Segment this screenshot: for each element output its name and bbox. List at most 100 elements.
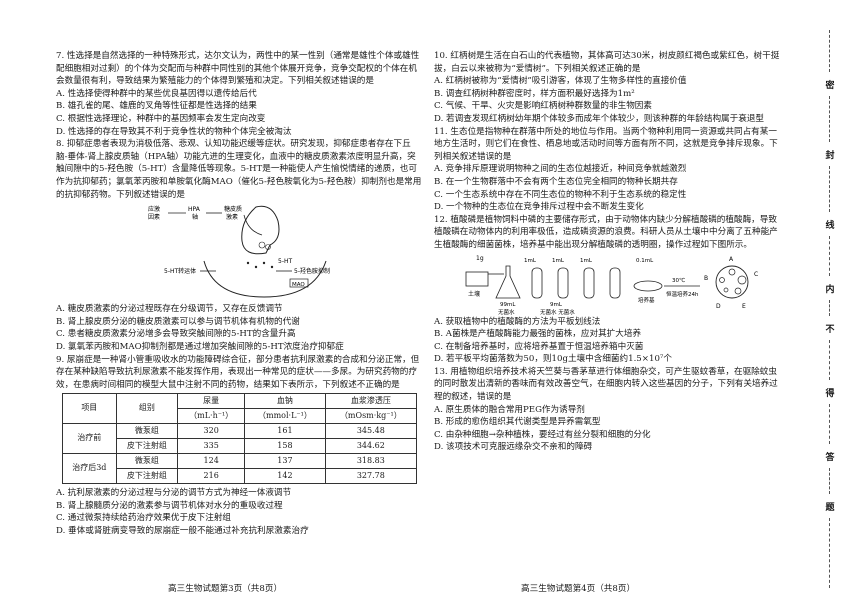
question-10-option-d: D. 若调查发现红柄树幼年期个体较多而成年个体较少，则该种群的年龄结构属于衰退型	[434, 113, 765, 124]
dilution-plating-diagram: 1g 土壤 99mL 无菌水 1mL 1mL 1mL 9mL 无菌水 无菌水 0…	[465, 255, 758, 316]
colony-label-b: B	[704, 275, 708, 282]
table-cell: 142	[244, 468, 326, 485]
binding-char: 封	[825, 151, 835, 161]
question-11-option-a: A. 竞争排斥原理说明物种之间的生态位越接近，种间竞争就越激烈	[434, 164, 687, 175]
question-13-option-c: C. 由杂种细胞→杂种植株，要经过有丝分裂和细胞的分化	[434, 429, 651, 440]
question-12-option-d: D. 若平板平均菌落数为50，则10g土壤中含细菌约1.5×10⁷个	[434, 354, 672, 365]
question-10-option-b: B. 调查红柄树种群密度时，样方面积最好选择为1m²	[434, 88, 635, 99]
question-8-stem: 8. 抑郁症患者表现为消极低落、悲观、认知功能迟缓等症状。研究发现，抑郁症患者存…	[56, 139, 422, 200]
question-13-option-d: D. 该项技术可克服远缘杂交不亲和的障碍	[434, 442, 593, 453]
question-7-option-d: D. 性选择的存在导致其不利于竞争性状的物种个体完全被淘汰	[56, 126, 292, 137]
colony-label-a: A	[729, 256, 734, 263]
diagram-label-hpa: HPA	[188, 206, 201, 213]
question-12-stem: 12. 植酸磷是植物饲料中磷的主要储存形式，由于动物体内缺少分解植酸磷的植酸酶，…	[434, 214, 778, 250]
question-9-table: 项目 组别 尿量 血钠 血浆渗透压 （mL·h⁻¹） （mmol·L⁻¹） （m…	[62, 393, 418, 485]
diagram-label-soil: 土壤	[468, 290, 480, 298]
table-cell: 318.83	[324, 453, 418, 470]
question-9-option-a: A. 抗利尿激素的分泌过程与分泌的调节方式为神经一体液调节	[56, 488, 292, 499]
question-11-option-c: C. 一个生态系统中存在不同生态位的物种不利于生态系统的稳定性	[434, 189, 687, 200]
question-8-option-a: A. 糖皮质激素的分泌过程既存在分级调节，又存在反馈调节	[56, 304, 283, 315]
question-12-option-a: A. 获取植物中的植酸酶的方法为平板划线法	[434, 316, 601, 327]
diagram-label-water-volume: 99mL	[500, 302, 516, 308]
question-7-option-b: B. 雄孔雀的尾、雄鹿的叉角等性征都是性选择的结果	[56, 101, 257, 112]
question-8-option-d: D. 氯氧苯丙胺和MAO抑制剂都是通过增加突触间隙的5-HT浓度治疗抑郁症	[56, 341, 344, 352]
question-10-option-c: C. 气候、干旱、火灾是影响红柄树种群数量的非生物因素	[434, 101, 652, 112]
question-9-stem: 9. 尿崩症是一种肾小管重吸收水的功能障碍综合征，部分患者抗利尿激素的合成和分泌…	[56, 354, 420, 390]
question-11-option-d: D. 一个物种的生态位在竞争排斥过程中会不断发生变化	[434, 202, 644, 213]
diagram-label-tube-water: 无菌水 无菌水	[540, 308, 575, 316]
diagram-label-5ht: 5-HT	[278, 258, 292, 265]
table-cell: 皮下注射组	[115, 468, 179, 485]
table-cell: 327.78	[324, 468, 418, 485]
question-8-option-b: B. 肾上腺皮质分泌的糖皮质激素可以参与调节机体有机物的代谢	[56, 316, 300, 327]
page-footer-left: 高三生物试题第3页（共8页）	[168, 584, 283, 594]
table-cell: 治疗前	[62, 423, 117, 455]
question-13-stem: 13. 用植物组织培养技术将天竺葵与香茅草进行体细胞杂交，可产生驱蚊香草，在驱除…	[434, 366, 778, 403]
table-cell: 216	[177, 468, 246, 485]
diagram-label-soil-mass: 1g	[476, 255, 484, 262]
question-11-option-b: B. 在一个生物群落中不会有两个生态位完全相同的物种长期共存	[434, 176, 678, 187]
table-row: 皮下注射组 216 142 327.78	[63, 468, 418, 485]
table-row: 治疗后3d 微泵组 124 137 318.83	[62, 453, 418, 485]
diagram-label-transfer-2: 1mL	[552, 258, 565, 264]
table-cell: 335	[177, 438, 246, 455]
question-9-option-d: D. 垂体或肾脏病变导致的尿崩症一般不能通过补充抗利尿激素治疗	[56, 526, 309, 537]
diagram-label-stimulus: 因素	[148, 213, 160, 221]
binding-char: 密	[825, 81, 835, 91]
table-header-cell: 尿量	[177, 393, 246, 410]
table-cell: 158	[244, 438, 326, 455]
diagram-label-transfer-3: 1mL	[580, 258, 593, 264]
question-13-option-a: A. 原生质体的融合常用PEG作为诱导剂	[434, 404, 585, 415]
diagram-label-plate: 培养基	[638, 296, 655, 304]
colony-label-c: C	[754, 271, 758, 278]
table-cell: 161	[244, 423, 326, 440]
question-10-option-a: A. 红柄树被称为“爱情树”吸引游客，体现了生物多样性的直接价值	[434, 76, 687, 87]
question-7-stem: 7. 性选择是自然选择的一种特殊形式，达尔文认为，两性中的某一性别（通常是雄性个…	[56, 51, 420, 87]
diagram-label-sterile-water: 无菌水	[498, 308, 515, 316]
question-9-option-c: C. 通过微泵持续给药治疗效果优于皮下注射组	[56, 513, 232, 524]
table-cell: 345.48	[324, 423, 418, 440]
diagram-label-tube-volume: 9mL	[550, 302, 563, 308]
table-header-cell: 项目	[62, 393, 117, 425]
diagram-label-mao: MAO	[292, 282, 305, 288]
diagram-label-hormone2: 激素	[226, 213, 238, 221]
question-7-option-a: A. 性选择使得种群中的某些优良基因得以遗传给后代	[56, 88, 257, 99]
colony-label-d: D	[716, 303, 721, 310]
question-13-option-b: B. 形成的愈伤组织其代谢类型是异养需氧型	[434, 417, 601, 428]
diagram-label-transfer-4: 0.1mL	[636, 258, 654, 264]
diagram-label-axis: 轴	[192, 213, 198, 221]
binding-char: 内	[825, 285, 835, 295]
question-12-option-c: C. 在制备培养基时，应将培养基置于恒温培养箱中灭菌	[434, 341, 644, 352]
table-unit-row: （mL·h⁻¹） （mmol·L⁻¹） （mOsm·kg⁻¹）	[63, 408, 418, 425]
question-9-option-b: B. 肾上腺髓质分泌的激素参与调节机体对水分的重吸收过程	[56, 500, 283, 511]
binding-char: 不	[825, 325, 835, 335]
table-cell: 治疗后3d	[62, 453, 117, 485]
question-8-option-c: C. 患者糖皮质激素分泌增多会导致突触间隙的5-HT的含量升高	[56, 329, 296, 340]
diagram-label-hormone1: 糖皮质	[224, 205, 242, 213]
table-unit-cell: （mOsm·kg⁻¹）	[324, 408, 418, 425]
diagram-label-transfer-1: 1mL	[524, 258, 537, 264]
table-cell: 微泵组	[115, 423, 179, 440]
question-10-stem: 10. 红柄树是生活在白石山的代表植物，其体高可达30米，树皮颜红褐色或紫红色，…	[434, 51, 780, 74]
table-row: 治疗前 微泵组 320 161 345.48	[62, 423, 418, 455]
table-cell: 124	[177, 453, 246, 470]
left-page-column: 7. 性选择是自然选择的一种特殊形式，达尔文认为，两性中的某一性别（通常是雄性个…	[56, 50, 422, 538]
question-7-option-c: C. 根据性选择理论，种群中的基因频率会发生定向改变	[56, 113, 266, 124]
table-unit-cell: （mmol·L⁻¹）	[244, 408, 326, 425]
binding-char: 得	[825, 389, 835, 399]
table-header-cell: 血浆渗透压	[324, 393, 418, 410]
table-cell: 344.62	[324, 438, 418, 455]
binding-char: 答	[825, 453, 835, 463]
table-row: 皮下注射组 335 158 344.62	[63, 438, 418, 455]
table-header-cell: 组别	[115, 393, 179, 425]
diagram-label-stress: 应激	[148, 205, 160, 213]
table-cell: 皮下注射组	[115, 438, 179, 455]
diagram-label-incubation: 恒温培养24h	[666, 290, 699, 298]
diagram-label-temperature: 30℃	[672, 277, 685, 284]
binding-margin: 密 封 线 内 不 得 答 题	[823, 30, 837, 590]
table-cell: 微泵组	[115, 453, 179, 470]
right-page-column: 10. 红柄树是生活在白石山的代表植物，其体高可达30米，树皮颜红褐色或紫红色，…	[434, 50, 782, 454]
question-11-stem: 11. 生态位是指物种在群落中所处的地位与作用。当两个物种利用同一资源或共同占有…	[434, 126, 778, 162]
binding-char: 线	[825, 221, 835, 231]
synapse-diagram: 应激 因素 HPA 轴 糖皮质 激素 5-HT 5-HT转运体 5-羟色胺抑制 …	[148, 205, 330, 298]
